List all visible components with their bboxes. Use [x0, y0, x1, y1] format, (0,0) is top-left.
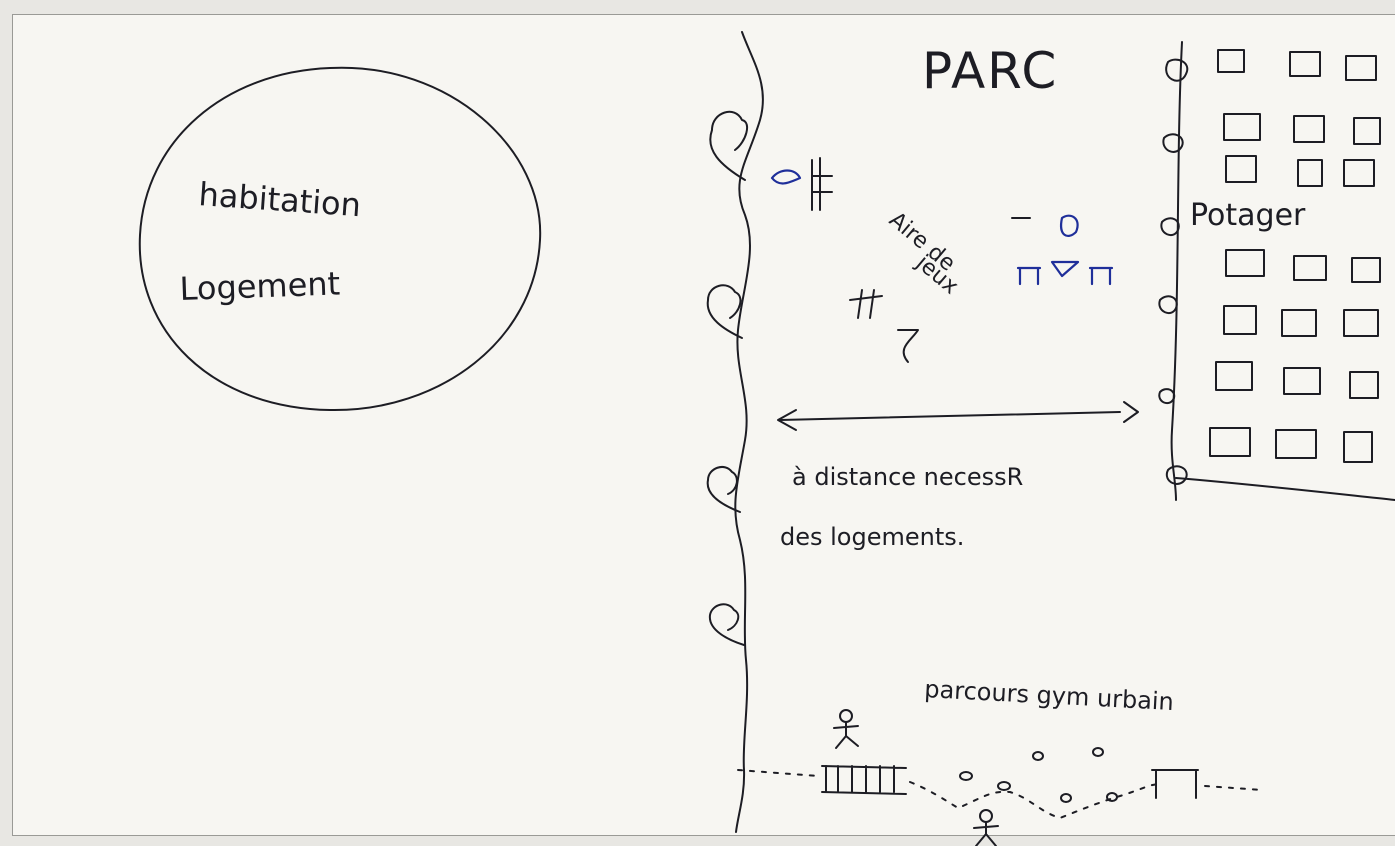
potager-border — [1170, 41, 1395, 501]
pull-up-bar-icon — [1151, 769, 1199, 799]
distance-label-2: des logements. — [780, 523, 964, 551]
stepping-stones — [959, 747, 1118, 803]
tree-icon — [706, 284, 743, 339]
gym-label: parcours gym urbain — [924, 675, 1175, 716]
person-icon — [833, 709, 859, 749]
habitation-zone: habitation Logement — [138, 66, 542, 412]
swing-icon — [849, 289, 883, 319]
tree-icon — [1165, 58, 1189, 82]
tree-icon — [1158, 295, 1178, 315]
distance-arrow: à distance necessR des logements. — [777, 401, 1139, 551]
gym-path — [737, 769, 1263, 819]
habitation-label: habitation — [197, 175, 362, 224]
park-boundary — [706, 31, 764, 833]
parc-title: PARC — [922, 42, 1058, 100]
potager-label: Potager — [1190, 198, 1306, 233]
potager: Potager — [1158, 41, 1395, 501]
paper-sheet — [12, 14, 1395, 836]
person-icon — [973, 809, 999, 846]
distance-label-1: à distance necessR — [792, 463, 1023, 491]
logement-label: Logement — [179, 264, 341, 308]
gym-course: parcours gym urbain — [737, 675, 1263, 846]
bench-icon — [770, 157, 833, 211]
tree-icon — [1158, 388, 1176, 405]
tree-icon — [1162, 133, 1184, 153]
tree-icon — [1160, 217, 1180, 237]
tree-icon — [708, 603, 745, 646]
tree-icon — [1165, 465, 1188, 485]
garden-plots — [1209, 49, 1381, 463]
tree-icon — [709, 110, 749, 181]
boundary-line — [734, 31, 764, 833]
slide-icon — [897, 329, 919, 363]
habitation-circle — [138, 66, 542, 412]
tree-icon — [706, 465, 741, 513]
playground: Aire de jeux — [770, 157, 1114, 363]
parallel-bars-icon — [821, 765, 907, 795]
table-icon — [1011, 214, 1114, 286]
